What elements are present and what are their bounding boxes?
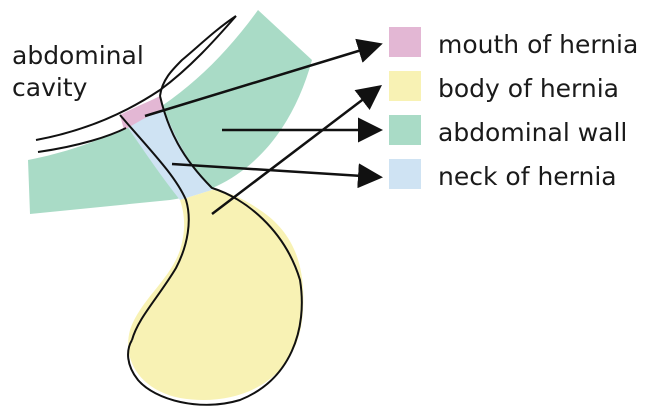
- legend-item-wall: abdominal wall: [389, 115, 627, 147]
- legend-swatch-neck: [389, 159, 421, 189]
- legend-label-mouth: mouth of hernia: [438, 30, 638, 59]
- legend-swatch-wall: [389, 115, 421, 145]
- legend-item-body: body of hernia: [389, 71, 619, 103]
- legend-label-neck: neck of hernia: [438, 162, 617, 191]
- legend-item-neck: neck of hernia: [389, 159, 617, 191]
- legend-item-mouth: mouth of hernia: [389, 27, 638, 59]
- body-of-hernia-region: [128, 190, 303, 400]
- legend: mouth of hernia body of hernia abdominal…: [389, 27, 638, 191]
- legend-swatch-mouth: [389, 27, 421, 57]
- legend-label-body: body of hernia: [438, 74, 619, 103]
- legend-label-wall: abdominal wall: [438, 118, 627, 147]
- legend-swatch-body: [389, 71, 421, 101]
